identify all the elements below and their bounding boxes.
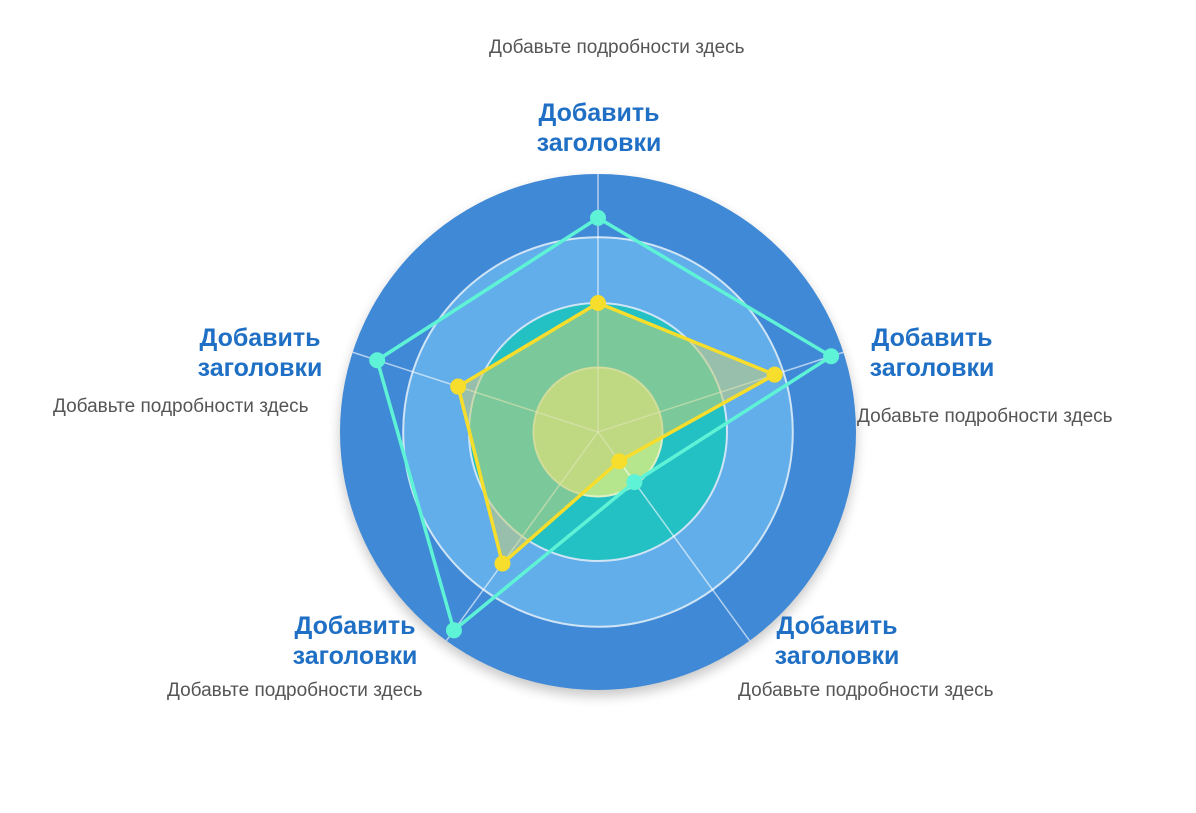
- axis-label-bottom-right: Добавить заголовки Добавьте подробности …: [727, 611, 994, 703]
- axis-detail: Добавьте подробности здесь: [857, 406, 1113, 427]
- series-1-point: [766, 366, 783, 383]
- axis-title: Добавить заголовки: [292, 612, 418, 670]
- series-1-point: [611, 453, 628, 470]
- axis-title: Добавить заголовки: [536, 99, 662, 157]
- axis-detail: Добавьте подробности здесь: [53, 396, 309, 417]
- axis-detail: Добавьте подробности здесь: [167, 680, 423, 701]
- series-0-point: [590, 209, 606, 226]
- series-0-point: [445, 622, 462, 639]
- series-1-point: [494, 555, 511, 572]
- axis-label-bottom-left: Добавить заголовки Добавьте подробности …: [167, 611, 465, 703]
- axis-title: Добавить заголовки: [869, 324, 995, 382]
- series-0-point: [369, 352, 386, 369]
- axis-label-right: Добавить заголовки Добавьте подробности …: [822, 323, 1113, 429]
- axis-title: Добавить заголовки: [774, 612, 900, 670]
- axis-title: Добавить заголовки: [197, 324, 323, 382]
- series-0-polygon: [375, 216, 833, 633]
- axis-label-left: Добавить заголовки Добавьте подробности …: [53, 323, 370, 419]
- axis-detail: Добавьте подробности здесь: [738, 680, 994, 701]
- series-1-polygon: [456, 301, 777, 566]
- series-0-point: [823, 348, 840, 365]
- axis-label-top: Добавьте подробности здесь Добавить заго…: [489, 36, 745, 158]
- series-0-point: [626, 474, 643, 491]
- series-1-point: [450, 378, 467, 395]
- axis-detail: Добавьте подробности здесь: [489, 37, 745, 58]
- series-1-point: [590, 295, 606, 311]
